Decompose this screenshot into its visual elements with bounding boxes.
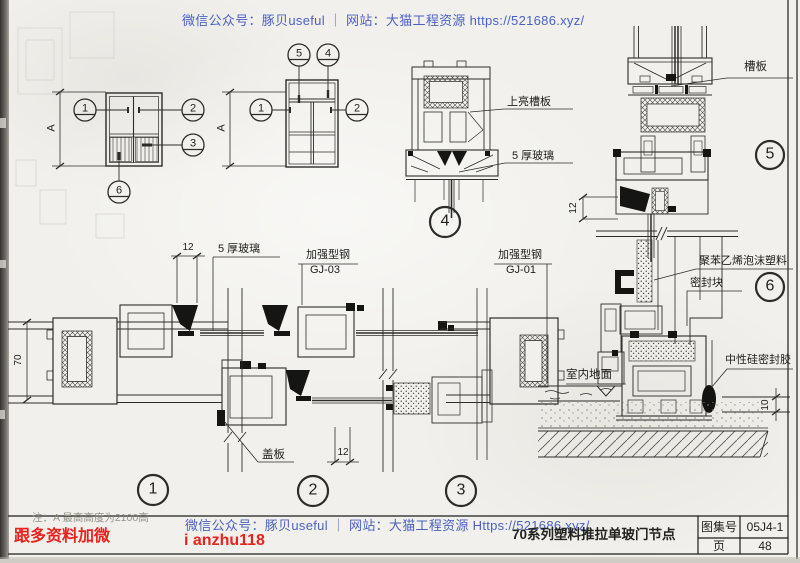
watermark-top: 微信公众号：豚贝useful ｜ 网站：大猫工程资源 https://52168…: [182, 13, 585, 28]
note-text: 注：A 最高高度为2100高: [32, 512, 149, 524]
page-bottom-shadow: [0, 559, 800, 563]
titleblock-value-page: 48: [758, 539, 772, 553]
dim-A-right: A: [215, 124, 228, 132]
label-indoor-floor: 室内地面: [566, 369, 612, 381]
titleblock-label-atlas-no: 图集号: [700, 520, 737, 534]
label-upper-channel-plate: 上亮槽板: [507, 96, 551, 108]
dim-A-left: A: [45, 124, 58, 132]
detail-4-section: [405, 60, 573, 239]
detail-circle-2: 2: [308, 481, 318, 499]
detail-circle-5: 5: [765, 145, 775, 163]
bubble-1-right-door: 1: [257, 102, 265, 115]
detail-circle-1: 1: [148, 480, 158, 498]
label-gj03-code: GJ-03: [310, 264, 340, 276]
scan-ghost-artifacts: [15, 11, 125, 239]
label-polystyrene-foam: 聚苯乙烯泡沫塑料: [699, 255, 787, 267]
bubble-2-right-door: 2: [353, 102, 361, 115]
titleblock-label-page: 页: [712, 539, 725, 553]
label-glass-5mm-detail4: 5 厚玻璃: [512, 150, 555, 162]
watermark-bottom: 微信公众号：豚贝useful ｜ 网站：大猫工程资源 Https://52168…: [185, 518, 590, 533]
bubble-2-left-door: 2: [189, 102, 197, 115]
label-channel-plate: 槽板: [744, 61, 767, 73]
dim-12-bottom: 12: [337, 447, 349, 458]
plan-section-band: [8, 252, 565, 508]
bubble-6-left-door: 6: [115, 184, 123, 197]
detail-circle-4: 4: [440, 212, 450, 230]
label-neutral-silicone-sealant: 中性硅密封胶: [725, 354, 791, 366]
dim-12-top: 12: [182, 242, 194, 253]
book-spine-edge: [0, 0, 9, 563]
label-cover-plate: 盖板: [262, 449, 285, 461]
bubble-1-left-door: 1: [81, 102, 89, 115]
bubble-5-right-door: 5: [295, 47, 303, 60]
label-reinforced-steel-gj01: 加强型钢: [498, 249, 542, 261]
door-elevation-2: [222, 66, 346, 170]
label-glass-5mm-plan: 5 厚玻璃: [218, 243, 261, 255]
dim-70: 70: [13, 354, 24, 366]
promo-text-2: i anzhu118: [184, 532, 265, 549]
titleblock-value-atlas-no: 05J4-1: [746, 520, 784, 534]
detail-5-6-section: [538, 26, 793, 458]
detail-circle-6: 6: [765, 277, 775, 295]
label-gj01-code: GJ-01: [506, 264, 536, 276]
elevation-reference-bubbles: [73, 43, 369, 204]
bubble-4-right-door: 4: [324, 47, 332, 60]
dim-12-right: 12: [568, 202, 579, 214]
sheet-title: 70系列塑料推拉单玻门节点: [512, 527, 676, 542]
label-reinforced-steel-gj03: 加强型钢: [306, 249, 350, 261]
label-seal-block: 密封块: [690, 277, 723, 289]
bubble-3-left-door: 3: [189, 137, 197, 150]
promo-text-1: 跟多资料加微: [14, 528, 111, 545]
door-elevation-1: [52, 88, 182, 181]
detail-circle-3: 3: [456, 481, 466, 499]
dim-10: 10: [760, 399, 771, 411]
